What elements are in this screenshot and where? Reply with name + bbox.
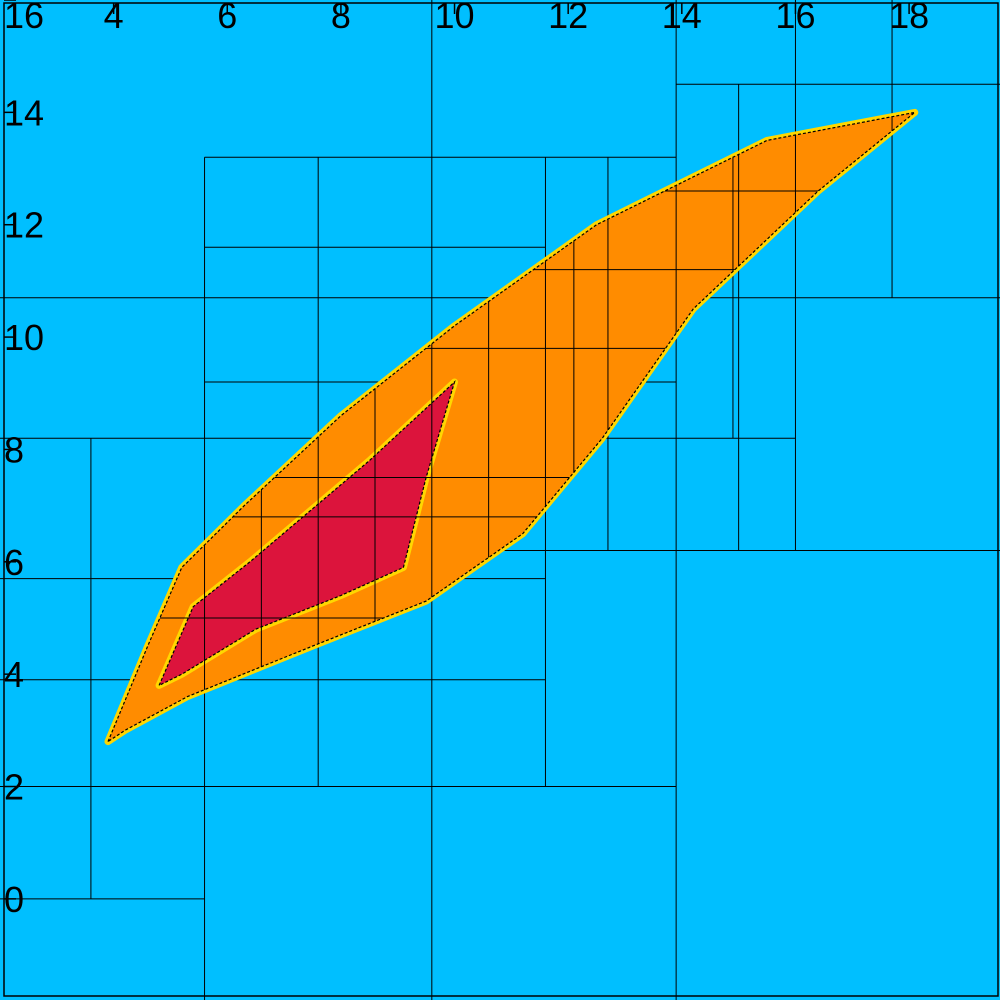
x-tick-label: 6 [217,0,237,36]
y-tick-label: 2 [4,767,24,808]
x-tick-label: 16 [775,0,815,36]
y-tick-label: 0 [4,879,24,920]
y-tick-label: 4 [4,654,24,695]
plot-frame [3,2,999,997]
x-tick-label: 14 [662,0,702,36]
x-tick-label: 12 [548,0,588,36]
x-tick-label: 18 [889,0,929,36]
y-tick-label: 6 [4,542,24,583]
axis-ticks: 4 6 8 10 12 14 16 18 16 14 12 10 8 6 4 2 0 [4,0,929,920]
x-tick-label: 4 [104,0,124,36]
x-tick-label: 10 [435,0,475,36]
y-tick-label: 10 [4,317,44,358]
x-tick-label: 8 [331,0,351,36]
y-tick-label: 8 [4,429,24,470]
y-tick-label: 16 [4,0,44,36]
y-tick-label: 14 [4,92,44,133]
y-tick-label: 12 [4,205,44,246]
